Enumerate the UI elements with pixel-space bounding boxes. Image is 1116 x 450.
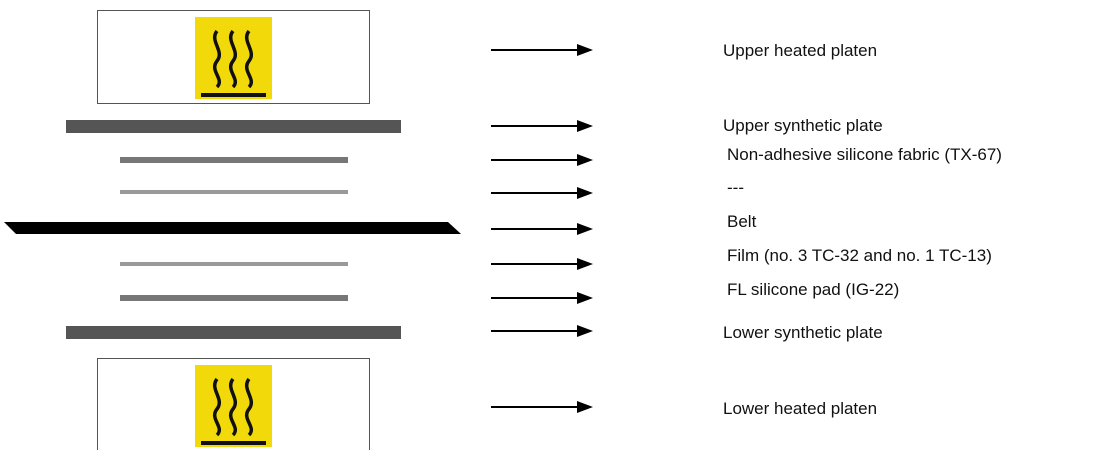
upper-heated-platen: [97, 10, 370, 104]
lower-synthetic-plate: [66, 326, 401, 339]
arrow-icon: [491, 187, 593, 199]
label-upper-heated-platen: Upper heated platen: [723, 41, 878, 60]
arrow-icon: [491, 154, 593, 166]
arrow-icon: [491, 325, 593, 337]
arrow-icon: [491, 120, 593, 132]
arrow-icon: [491, 223, 593, 235]
arrow-icon: [491, 292, 593, 304]
label-silicone-pad: FL silicone pad (IG-22): [727, 280, 900, 299]
lower-heated-platen: [97, 358, 370, 450]
label-belt: Belt: [727, 212, 757, 231]
label-lower-heated-platen: Lower heated platen: [723, 399, 878, 418]
silicone-pad-layer: [120, 295, 348, 301]
arrow-icon: [491, 258, 593, 270]
hot-surface-warning-icon: [195, 365, 272, 447]
silicone-fabric-layer: [120, 157, 348, 163]
arrow-icon: [491, 401, 593, 413]
belt-layer: [4, 222, 461, 234]
upper-synthetic-plate: [66, 120, 401, 133]
hot-surface-warning-icon: [195, 17, 272, 99]
label-silicone-fabric: Non-adhesive silicone fabric (TX-67): [727, 145, 1002, 164]
label-dashes: ---: [727, 178, 744, 197]
label-upper-synthetic-plate: Upper synthetic plate: [723, 116, 883, 135]
label-film: Film (no. 3 TC-32 and no. 1 TC-13): [727, 246, 992, 265]
film-layer: [120, 262, 348, 266]
upper-thin-layer: [120, 190, 348, 194]
arrow-icon: [491, 44, 593, 56]
label-lower-synthetic-plate: Lower synthetic plate: [723, 323, 883, 342]
